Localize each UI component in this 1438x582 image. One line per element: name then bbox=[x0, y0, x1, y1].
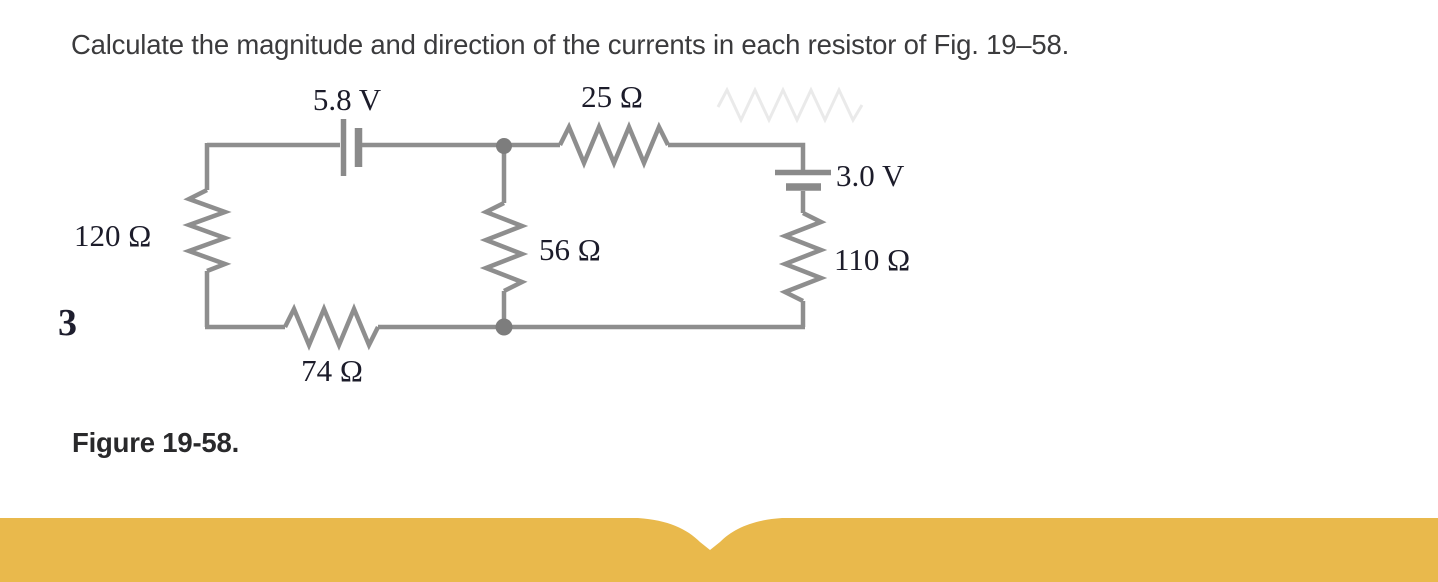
resistor-74-zigzag bbox=[282, 303, 381, 351]
label-resistor-right: 110 Ω bbox=[834, 242, 911, 277]
label-resistor-left: 120 Ω bbox=[74, 218, 152, 253]
resistor-110-zigzag bbox=[778, 210, 828, 304]
label-resistor-middle: 56 Ω bbox=[539, 232, 601, 267]
figure-caption: Figure 19-58. bbox=[72, 427, 240, 458]
resistor-56-zigzag bbox=[479, 200, 529, 294]
margin-partial-character: 3 bbox=[58, 302, 77, 344]
resistor-120-zigzag bbox=[182, 187, 232, 274]
resistor-25-zigzag bbox=[557, 121, 671, 169]
label-resistor-top: 25 Ω bbox=[581, 79, 643, 114]
wire-top-right bbox=[668, 142, 806, 170]
junction-node-bottom bbox=[495, 318, 513, 336]
problem-statement: Calculate the magnitude and direction of… bbox=[71, 29, 1070, 60]
label-resistor-bottom: 74 Ω bbox=[301, 353, 363, 388]
bottom-bar bbox=[0, 518, 1438, 582]
label-battery-top: 5.8 V bbox=[312, 82, 382, 117]
junction-node-top bbox=[496, 138, 512, 154]
bottom-bar-shape bbox=[0, 518, 1438, 582]
scan-ghost-zigzag bbox=[716, 86, 864, 124]
label-battery-right: 3.0 V bbox=[836, 158, 905, 193]
